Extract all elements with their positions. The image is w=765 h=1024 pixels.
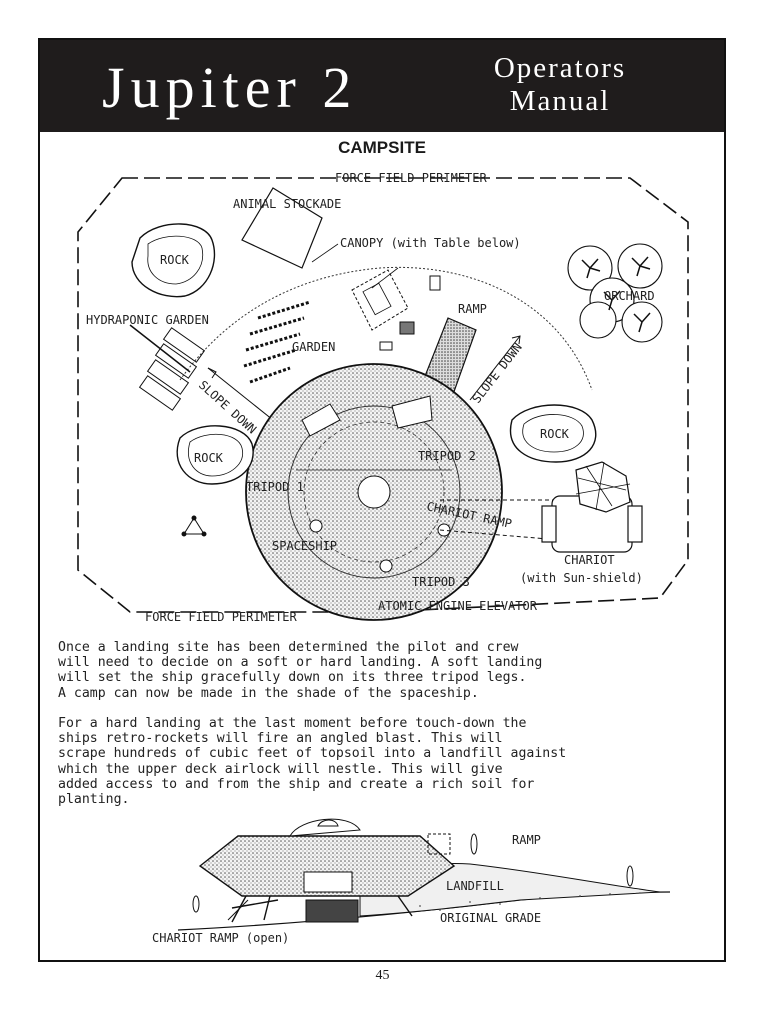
header-banner: Jupiter 2 Operators Manual xyxy=(40,40,724,132)
label-force-field-top: FORCE FIELD PERIMETER xyxy=(335,171,487,185)
label-hydraponic-garden: HYDRAPONIC GARDEN xyxy=(86,313,209,327)
manual-title: Jupiter 2 xyxy=(102,55,358,120)
label-rock-left-bottom: ROCK xyxy=(194,451,224,465)
subtitle-line-2: Manual xyxy=(509,85,611,117)
canopy xyxy=(351,269,409,331)
label-chariot: CHARIOT xyxy=(564,553,615,567)
tripod-icon xyxy=(181,515,207,537)
label-garden: GARDEN xyxy=(292,340,335,354)
manual-subtitle: Operators Manual xyxy=(480,52,640,118)
page-number: 45 xyxy=(375,968,390,983)
label-orchard: ORCHARD xyxy=(604,289,655,303)
label-sun-shield: (with Sun-shield) xyxy=(520,571,643,585)
garden-rows xyxy=(243,300,311,384)
label-slope-down-right: SLOPE DOWN xyxy=(469,340,525,406)
subtitle-line-1: Operators xyxy=(493,52,627,84)
paragraph-1: Once a landing site has been determined … xyxy=(58,640,543,701)
label-rock-right: ROCK xyxy=(540,427,570,441)
label-atomic-engine-elevator: ATOMIC ENGINE ELEVATOR xyxy=(378,599,538,613)
force-field-perimeter xyxy=(77,177,689,613)
rock-top-left xyxy=(131,223,216,298)
label-tripod-3: TRIPOD 3 xyxy=(412,575,470,589)
label-ramp: RAMP xyxy=(458,302,487,316)
hydraponic-garden xyxy=(138,327,206,411)
section-title: CAMPSITE xyxy=(338,138,426,157)
mound-outline xyxy=(179,266,593,391)
paragraph-2: For a hard landing at the last moment be… xyxy=(58,716,567,808)
label-tripod-1: TRIPOD 1 xyxy=(246,480,304,494)
label-animal-stockade: ANIMAL STOCKADE xyxy=(233,197,341,211)
label-rock-top-left: ROCK xyxy=(160,253,190,267)
orchard xyxy=(567,243,663,343)
label-canopy: CANOPY (with Table below) xyxy=(340,236,521,250)
chariot xyxy=(541,461,643,553)
label-spaceship: SPACESHIP xyxy=(272,539,337,553)
label-tripod-2: TRIPOD 2 xyxy=(418,449,476,463)
label-force-field-bottom: FORCE FIELD PERIMETER xyxy=(145,610,297,624)
rock-left-bottom xyxy=(176,425,254,485)
animal-stockade xyxy=(241,187,323,269)
